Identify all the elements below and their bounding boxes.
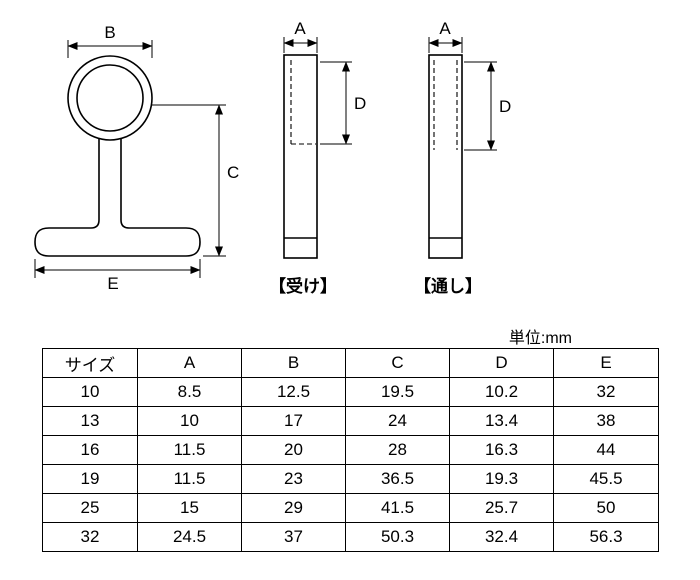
- column-header-a: A: [137, 348, 242, 378]
- table-row: 13 10 17 24 13.4 38: [42, 406, 659, 436]
- cell-c: 24: [345, 406, 450, 436]
- column-header-b: B: [241, 348, 346, 378]
- cell-b: 12.5: [241, 377, 346, 407]
- cell-e: 56.3: [553, 522, 659, 552]
- cell-size: 10: [42, 377, 138, 407]
- dim-label-b: B: [104, 23, 115, 42]
- cell-c: 41.5: [345, 493, 450, 523]
- cell-d: 13.4: [449, 406, 554, 436]
- socket-caption: 【受け】: [269, 276, 337, 296]
- cell-size: 32: [42, 522, 138, 552]
- column-header-c: C: [345, 348, 450, 378]
- dimension-d-through: D: [464, 61, 511, 151]
- cell-c: 36.5: [345, 464, 450, 494]
- unit-label: 単位:mm: [508, 330, 572, 347]
- cell-size: 25: [42, 493, 138, 523]
- dimension-d-socket: D: [320, 61, 366, 145]
- cell-b: 20: [241, 435, 346, 465]
- dim-label-e: E: [107, 274, 118, 293]
- dimension-c: C: [152, 104, 239, 257]
- dim-label-d-through: D: [499, 97, 511, 116]
- dim-label-d-socket: D: [354, 94, 366, 113]
- column-header-e: E: [553, 348, 659, 378]
- cell-a: 11.5: [137, 464, 242, 494]
- cell-d: 10.2: [449, 377, 554, 407]
- cell-b: 23: [241, 464, 346, 494]
- table-row: 10 8.5 12.5 19.5 10.2 32: [42, 377, 659, 407]
- cell-a: 8.5: [137, 377, 242, 407]
- dimension-a-through: A: [428, 19, 463, 53]
- cell-size: 13: [42, 406, 138, 436]
- cell-e: 32: [553, 377, 659, 407]
- side-view-socket: A D 【受け】: [269, 19, 366, 296]
- table-header-row: サイズ A B C D E: [42, 348, 659, 378]
- cell-d: 19.3: [449, 464, 554, 494]
- side-view-through: A D 【通し】: [414, 19, 511, 296]
- technical-drawing: B C E: [34, 19, 511, 296]
- through-caption: 【通し】: [414, 276, 482, 296]
- dim-label-a-socket: A: [294, 19, 306, 38]
- cell-c: 19.5: [345, 377, 450, 407]
- front-view: B C E: [34, 23, 239, 293]
- dimension-e: E: [34, 259, 201, 293]
- ring-inner-circle: [76, 64, 144, 132]
- size-table: サイズ A B C D E 10 8.5 12.5 19.5 10.2 32 1…: [42, 348, 659, 552]
- cell-a: 11.5: [137, 435, 242, 465]
- cell-c: 28: [345, 435, 450, 465]
- cell-e: 50: [553, 493, 659, 523]
- cell-d: 25.7: [449, 493, 554, 523]
- dim-label-c: C: [227, 163, 239, 182]
- cell-d: 32.4: [449, 522, 554, 552]
- cell-d: 16.3: [449, 435, 554, 465]
- table-row: 32 24.5 37 50.3 32.4 56.3: [42, 522, 659, 552]
- table-row: 25 15 29 41.5 25.7 50: [42, 493, 659, 523]
- cell-a: 24.5: [137, 522, 242, 552]
- dimension-b: B: [67, 23, 153, 58]
- cell-b: 29: [241, 493, 346, 523]
- table-row: 16 11.5 20 28 16.3 44: [42, 435, 659, 465]
- cell-a: 10: [137, 406, 242, 436]
- dimension-a-socket: A: [283, 19, 318, 53]
- cell-e: 44: [553, 435, 659, 465]
- cell-c: 50.3: [345, 522, 450, 552]
- cell-e: 38: [553, 406, 659, 436]
- cell-a: 15: [137, 493, 242, 523]
- socket-body: [283, 54, 318, 259]
- cell-b: 17: [241, 406, 346, 436]
- dim-label-a-through: A: [439, 19, 451, 38]
- bracket-body: [34, 139, 201, 257]
- table-row: 19 11.5 23 36.5 19.3 45.5: [42, 464, 659, 494]
- cell-b: 37: [241, 522, 346, 552]
- column-header-d: D: [449, 348, 554, 378]
- cell-size: 19: [42, 464, 138, 494]
- cell-e: 45.5: [553, 464, 659, 494]
- column-header-size: サイズ: [42, 348, 138, 378]
- cell-size: 16: [42, 435, 138, 465]
